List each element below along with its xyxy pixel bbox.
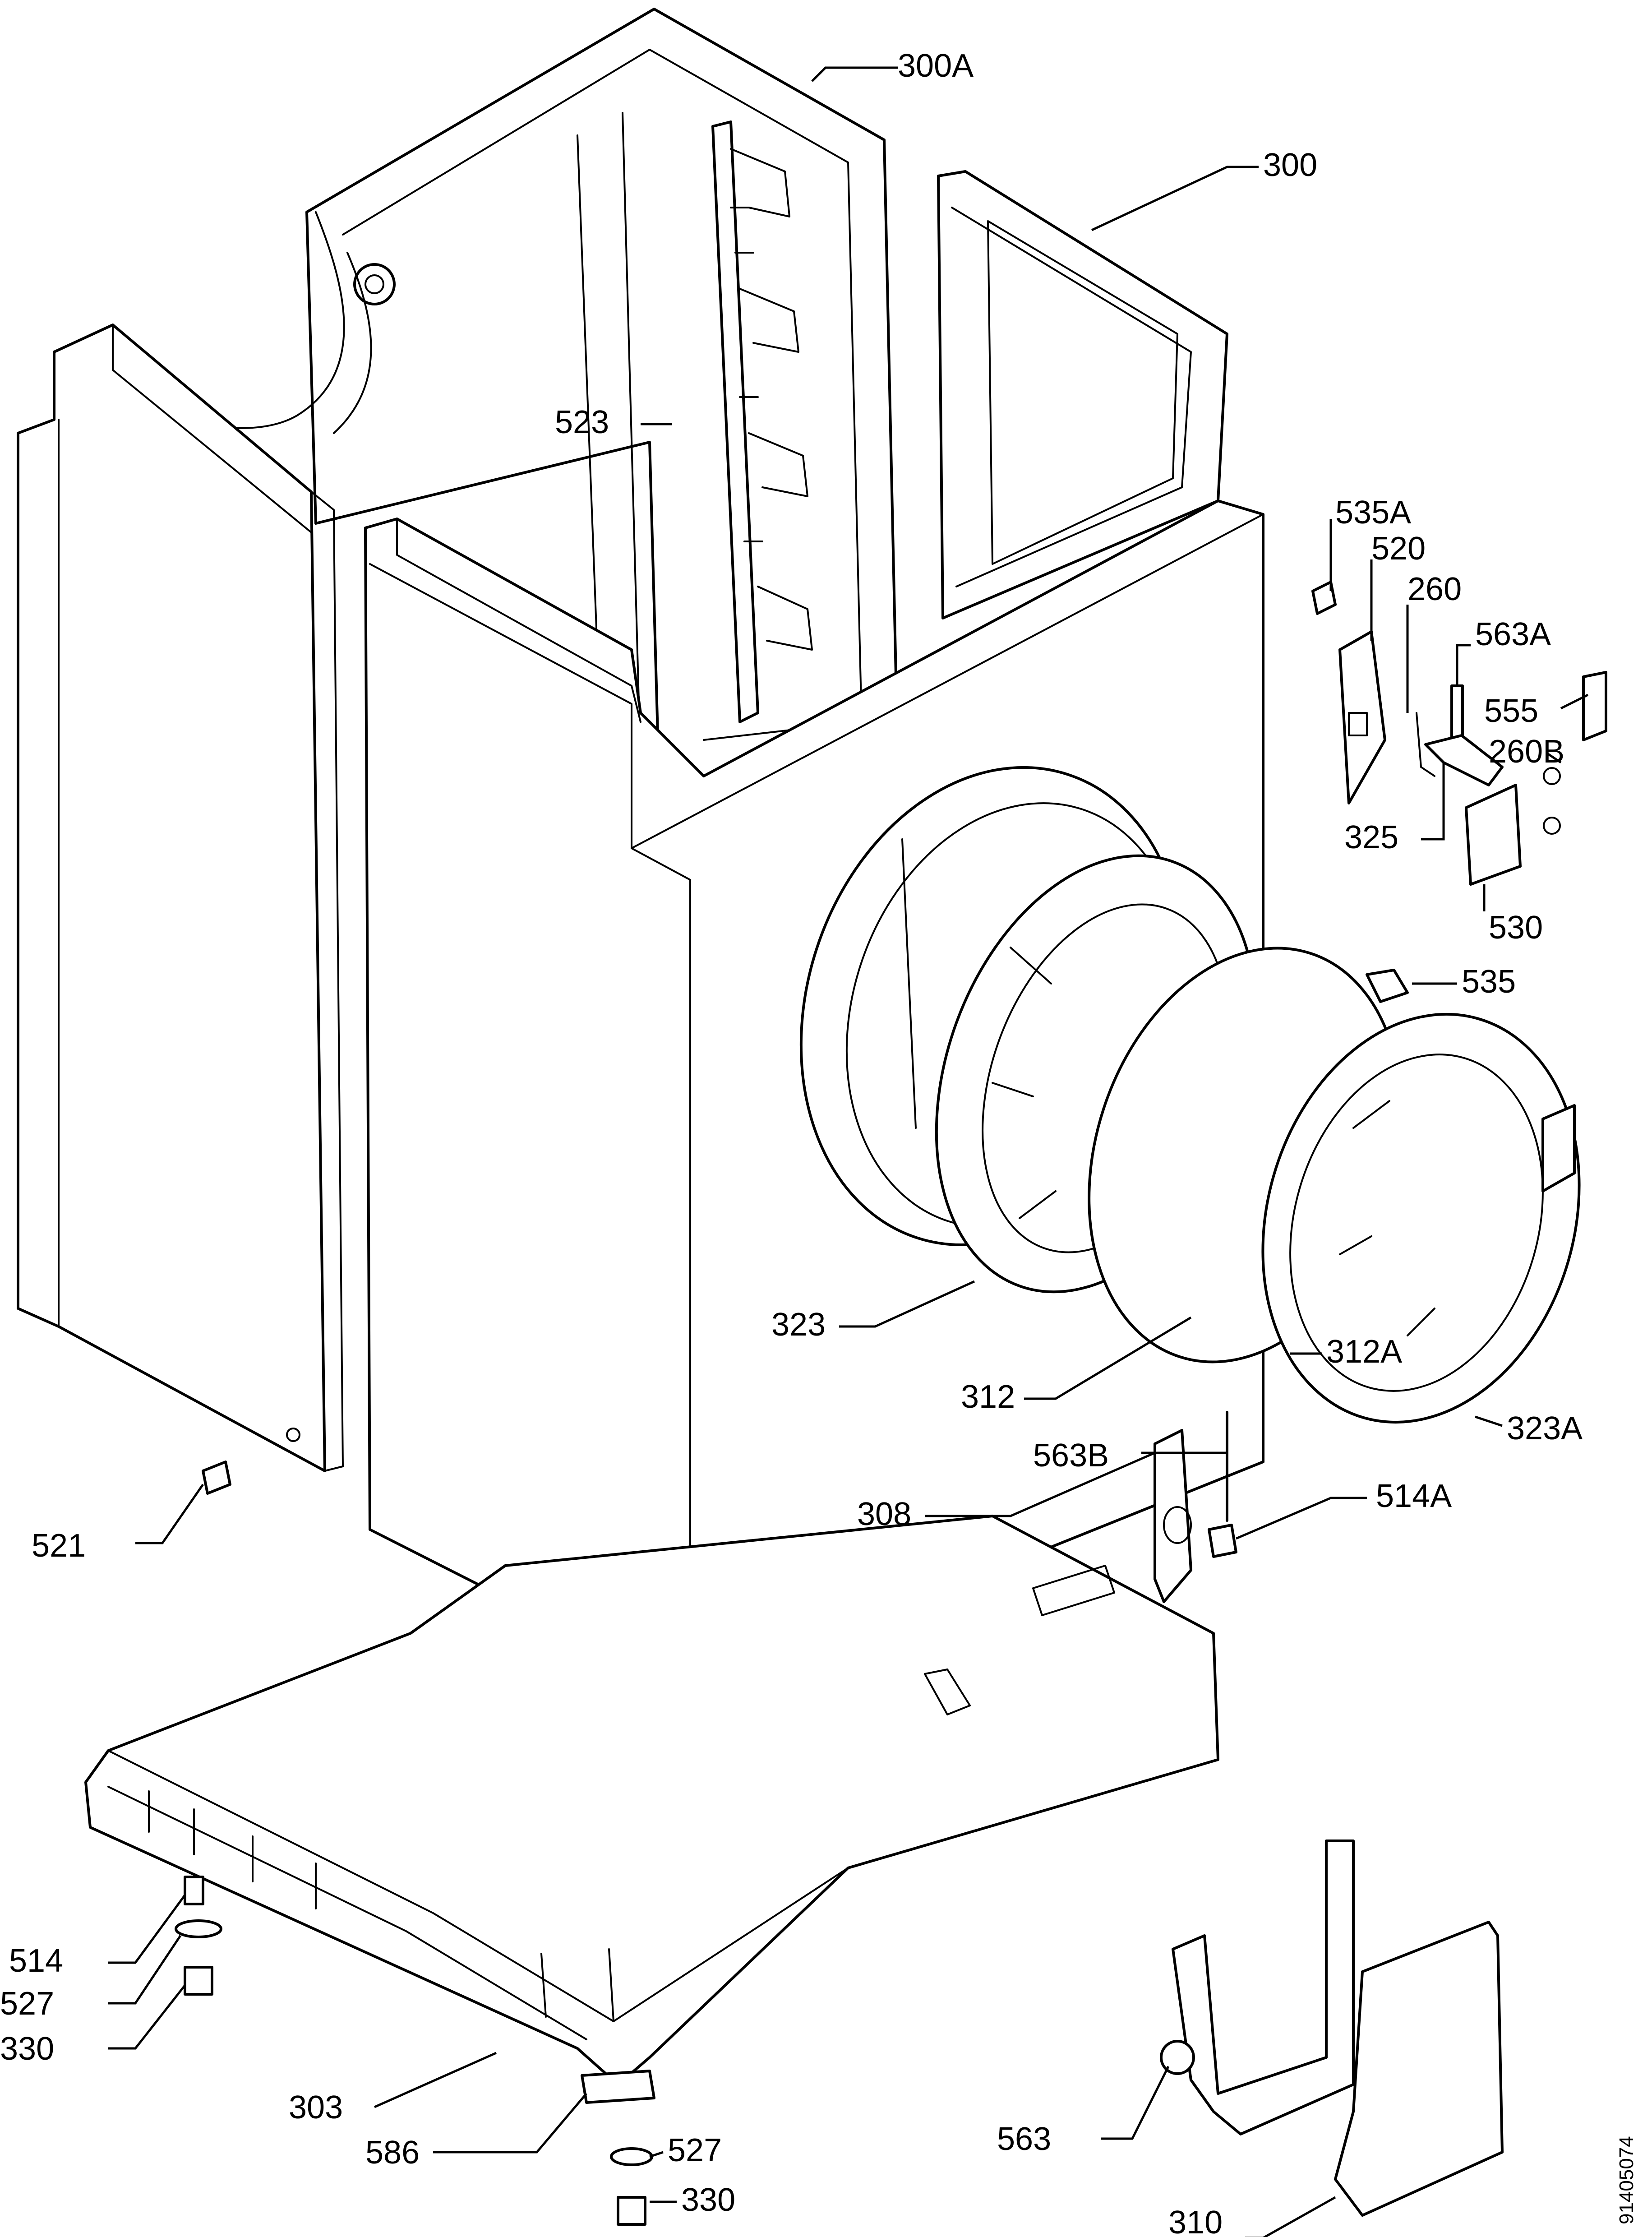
label-521: 521 bbox=[32, 1528, 86, 1564]
label-527b: 527 bbox=[668, 2132, 722, 2168]
label-312: 312 bbox=[961, 1379, 1015, 1415]
label-300: 300 bbox=[1263, 147, 1317, 183]
label-535A: 535A bbox=[1335, 495, 1411, 531]
document-number: 91405074 bbox=[1615, 2136, 1638, 2224]
leader-lines bbox=[108, 66, 1589, 2237]
label-520: 520 bbox=[1371, 531, 1426, 567]
label-535: 535 bbox=[1462, 964, 1516, 1000]
label-310: 310 bbox=[1168, 2205, 1223, 2237]
label-563B: 563B bbox=[1033, 1437, 1109, 1474]
feet-parts bbox=[175, 1876, 655, 2226]
label-330a: 330 bbox=[0, 2031, 54, 2067]
left-side-panel bbox=[17, 324, 344, 1472]
label-323: 323 bbox=[771, 1307, 826, 1343]
label-330b: 330 bbox=[681, 2182, 735, 2218]
label-530: 530 bbox=[1489, 910, 1543, 946]
top-frame-300 bbox=[937, 170, 1228, 619]
label-312A: 312A bbox=[1326, 1334, 1402, 1370]
hinge-parts bbox=[1154, 1411, 1237, 1603]
label-323A: 323A bbox=[1507, 1410, 1583, 1447]
screw-521 bbox=[202, 1461, 231, 1495]
base-frame-303 bbox=[84, 1515, 1219, 2086]
label-514: 514 bbox=[9, 1943, 63, 1979]
label-308: 308 bbox=[857, 1496, 911, 1532]
label-527a: 527 bbox=[0, 1986, 54, 2022]
label-563: 563 bbox=[997, 2121, 1051, 2157]
label-303: 303 bbox=[289, 2089, 343, 2126]
part-labels: 300A 300 523 535A 520 260 563A 555 260B … bbox=[0, 48, 1638, 2237]
latch-parts bbox=[1311, 581, 1607, 1003]
label-325: 325 bbox=[1344, 819, 1398, 855]
label-523: 523 bbox=[555, 404, 609, 440]
label-563A: 563A bbox=[1475, 616, 1551, 652]
plinth-parts bbox=[1160, 1840, 1504, 2217]
label-514A: 514A bbox=[1376, 1478, 1452, 1514]
bracket-523 bbox=[711, 120, 813, 723]
label-586: 586 bbox=[365, 2135, 420, 2171]
label-260: 260 bbox=[1407, 571, 1462, 607]
label-260B: 260B bbox=[1489, 734, 1564, 770]
door-312-323A bbox=[1088, 947, 1581, 1424]
label-300A: 300A bbox=[898, 48, 974, 84]
label-555: 555 bbox=[1484, 693, 1538, 729]
